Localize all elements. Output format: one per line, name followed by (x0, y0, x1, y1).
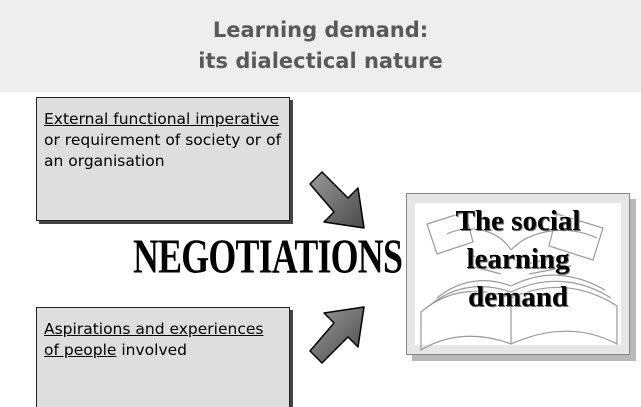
social-learning-demand-text: The social learning demand (415, 202, 621, 316)
demand-line-2: learning (466, 243, 570, 275)
aspirations-rest-text: involved (116, 341, 187, 359)
negotiations-label: NEGOTIATIONS (133, 229, 403, 284)
arrow-up-right-icon (309, 306, 365, 364)
social-learning-demand-panel: The social learning demand (406, 193, 630, 355)
title-line-1: Learning demand: (212, 18, 429, 42)
external-imperative-underlined-text: External functional imperative (44, 110, 280, 128)
aspirations-box: Aspirations and experiences of people in… (36, 307, 290, 407)
external-imperative-rest-text: or requirement of society or of an organ… (44, 131, 282, 170)
open-book-illustration (420, 211, 618, 352)
external-imperative-box: External functional imperative or requir… (36, 97, 290, 221)
title-line-2: its dialectical nature (198, 49, 443, 73)
demand-line-3: demand (468, 281, 568, 313)
panel-inner (415, 203, 621, 345)
demand-line-1: The social (455, 205, 581, 237)
title-banner: Learning demand: its dialectical nature (0, 0, 641, 92)
aspirations-underlined-text: Aspirations and experiences of people (44, 320, 264, 359)
arrow-down-right-icon (309, 171, 365, 229)
